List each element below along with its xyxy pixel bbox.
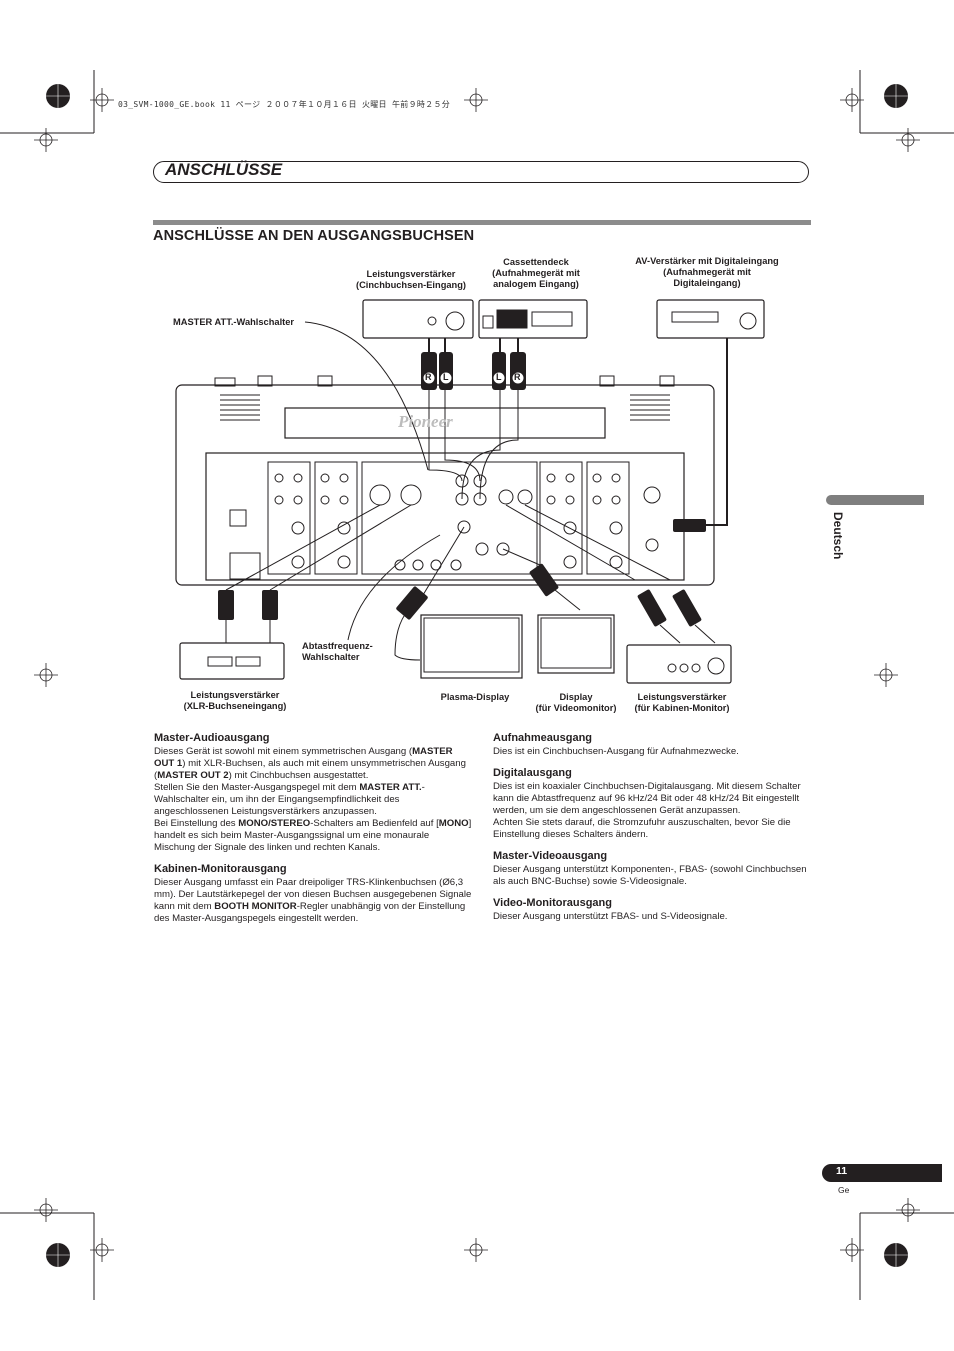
body-paragraph: Stellen Sie den Master-Ausgangspegel mit…: [154, 782, 472, 818]
text-run: Dieses Gerät ist sowohl mit einem symmet…: [154, 746, 413, 757]
text-run: Stellen Sie den Master-Ausgangspegel mit…: [154, 782, 360, 793]
page-language-code: Ge: [838, 1185, 850, 1195]
subsection-title: ANSCHLÜSSE AN DEN AUSGANGSBUCHSEN: [153, 228, 475, 244]
language-label: Deutsch: [831, 512, 845, 560]
bold-term: MONO/STEREO: [238, 818, 311, 829]
body-paragraph: Dies ist ein Cinchbuchsen-Ausgang für Au…: [493, 746, 813, 758]
text-run: Dieser Ausgang umfasst ein Paar dreipoli…: [154, 877, 472, 912]
language-tab: [826, 495, 924, 505]
cassette-device: [478, 299, 588, 339]
section-heading: Kabinen-Monitorausgang: [154, 863, 287, 875]
body-paragraph: Dies ist ein koaxialer Cinchbuchsen-Digi…: [493, 781, 813, 817]
bold-term: MASTER ATT.: [359, 782, 422, 793]
text-run: ) mit XLR-Buchsen, als auch mit einem un…: [154, 758, 466, 781]
body-paragraph: Dieses Gerät ist sowohl mit einem symmet…: [154, 746, 472, 782]
text-run: Dies ist ein Cinchbuchsen-Ausgang für Au…: [493, 746, 739, 757]
plug-letter-l: L: [496, 372, 502, 382]
section-heading: Master-Audioausgang: [154, 732, 270, 744]
section-heading: Video-Monitorausgang: [493, 897, 612, 909]
section-title-bar: [153, 161, 809, 183]
amp-cinch-device: [362, 299, 474, 339]
plug-letter-l: L: [443, 372, 449, 382]
section-title: ANSCHLÜSSE: [165, 160, 283, 179]
label-av-amp: AV-Verstärker mit Digitaleingang(Aufnahm…: [635, 256, 779, 288]
text-run: ] handelt es sich beim Master-Ausgangssi…: [154, 818, 472, 853]
label-amp-booth: Leistungsverstärker(für Kabinen-Monitor): [634, 692, 730, 713]
label-plasma: Plasma-Display: [440, 692, 510, 702]
section-heading: Aufnahmeausgang: [493, 732, 593, 744]
text-run: -Schalters am Bedienfeld auf [: [310, 818, 439, 829]
label-display: Display(für Videomonitor): [535, 692, 617, 713]
label-amp-xlr: Leistungsverstärker(XLR-Buchseneingang): [183, 690, 287, 711]
brand-logo: Pioneer: [398, 412, 453, 431]
text-run: Bei Einstellung des: [154, 818, 239, 829]
body-paragraph: Achten Sie stets darauf, die Stromzufuhr…: [493, 817, 813, 841]
av-amp-device: [656, 299, 765, 339]
page-number: 11: [836, 1165, 848, 1177]
text-run: Dieser Ausgang unterstützt Komponenten-,…: [493, 864, 807, 887]
text-run: -Regler unabhängig von der Einstellung d…: [154, 901, 466, 924]
page-number-pill: [822, 1164, 942, 1182]
label-master-att: MASTER ATT.-Wahlschalter: [173, 317, 295, 327]
body-paragraph: Dieser Ausgang umfasst ein Paar dreipoli…: [154, 877, 472, 925]
bold-term: BOOTH MONITOR: [214, 901, 297, 912]
body-paragraph: Dieser Ausgang unterstützt FBAS- und S-V…: [493, 911, 813, 923]
amp-booth-device: [626, 644, 732, 684]
text-run: Dies ist ein koaxialer Cinchbuchsen-Digi…: [493, 781, 801, 816]
print-header-meta: 03_SVM-1000_GE.book 11 ページ ２００７年１０月１６日 火…: [118, 100, 451, 109]
text-run: ) mit Cinchbuchsen ausgestattet.: [228, 770, 369, 781]
body-paragraph: Dieser Ausgang unterstützt Komponenten-,…: [493, 864, 813, 888]
bold-term: MASTER OUT 1: [154, 746, 453, 769]
plasma-screen: [420, 614, 523, 679]
plug-letter-r: R: [425, 372, 432, 382]
text-run: -Wahlschalter ein, um ihn der Eingangsem…: [154, 782, 425, 817]
text-run: Dieser Ausgang unterstützt FBAS- und S-V…: [493, 911, 728, 922]
label-amp-cinch: Leistungsverstärker(Cinchbuchsen-Eingang…: [355, 269, 466, 290]
bold-term: MASTER OUT 2: [157, 770, 229, 781]
monitor-screen: [537, 614, 615, 674]
section-heading: Master-Videoausgang: [493, 850, 608, 862]
label-samplerate: Abtastfrequenz-Wahlschalter: [302, 641, 373, 662]
body-paragraph: Bei Einstellung des MONO/STEREO-Schalter…: [154, 818, 472, 854]
section-heading: Digitalausgang: [493, 767, 572, 779]
subsection-rule: [153, 220, 811, 225]
bold-term: MONO: [438, 818, 469, 829]
text-run: Achten Sie stets darauf, die Stromzufuhr…: [493, 817, 791, 840]
plug-letter-r: R: [514, 372, 521, 382]
